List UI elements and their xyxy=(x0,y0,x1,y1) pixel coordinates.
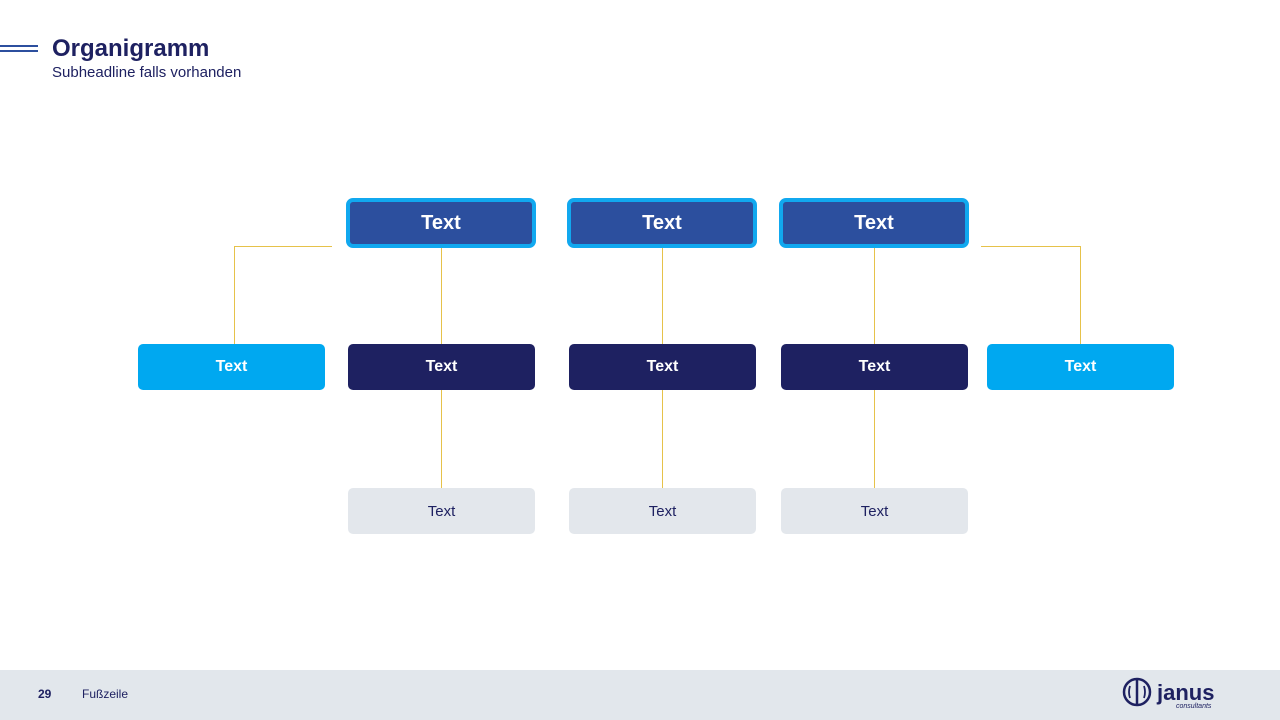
footer: 29 Fußzeile janus consultants xyxy=(0,670,1280,720)
org-box-top: Text xyxy=(567,198,757,248)
connector-line xyxy=(441,246,442,344)
page-subtitle: Subheadline falls vorhanden xyxy=(52,64,242,81)
org-box-middle: Text xyxy=(781,344,968,390)
org-box-top: Text xyxy=(779,198,969,248)
header-accent-line xyxy=(0,50,38,52)
janus-logo: janus consultants xyxy=(1122,677,1214,710)
org-box-bottom: Text xyxy=(569,488,756,534)
org-box-middle: Text xyxy=(348,344,535,390)
org-box-bottom: Text xyxy=(348,488,535,534)
connector-line xyxy=(234,246,235,344)
connector-line xyxy=(662,246,663,344)
connector-line xyxy=(1080,246,1081,344)
org-box-top: Text xyxy=(346,198,536,248)
org-box-bottom: Text xyxy=(781,488,968,534)
connector-line xyxy=(441,390,442,488)
org-box-middle: Text xyxy=(569,344,756,390)
svg-text:janus: janus xyxy=(1156,680,1214,705)
org-box-middle: Text xyxy=(138,344,325,390)
footer-text: Fußzeile xyxy=(82,687,129,701)
connector-line xyxy=(981,246,1080,247)
connector-line xyxy=(874,246,875,344)
org-box-middle: Text xyxy=(987,344,1174,390)
connector-line xyxy=(662,390,663,488)
page-title: Organigramm xyxy=(52,35,210,62)
connector-line xyxy=(874,390,875,488)
header-accent-line xyxy=(0,45,38,47)
svg-text:consultants: consultants xyxy=(1176,703,1212,710)
page-number: 29 xyxy=(38,687,52,701)
connector-line xyxy=(234,246,332,247)
